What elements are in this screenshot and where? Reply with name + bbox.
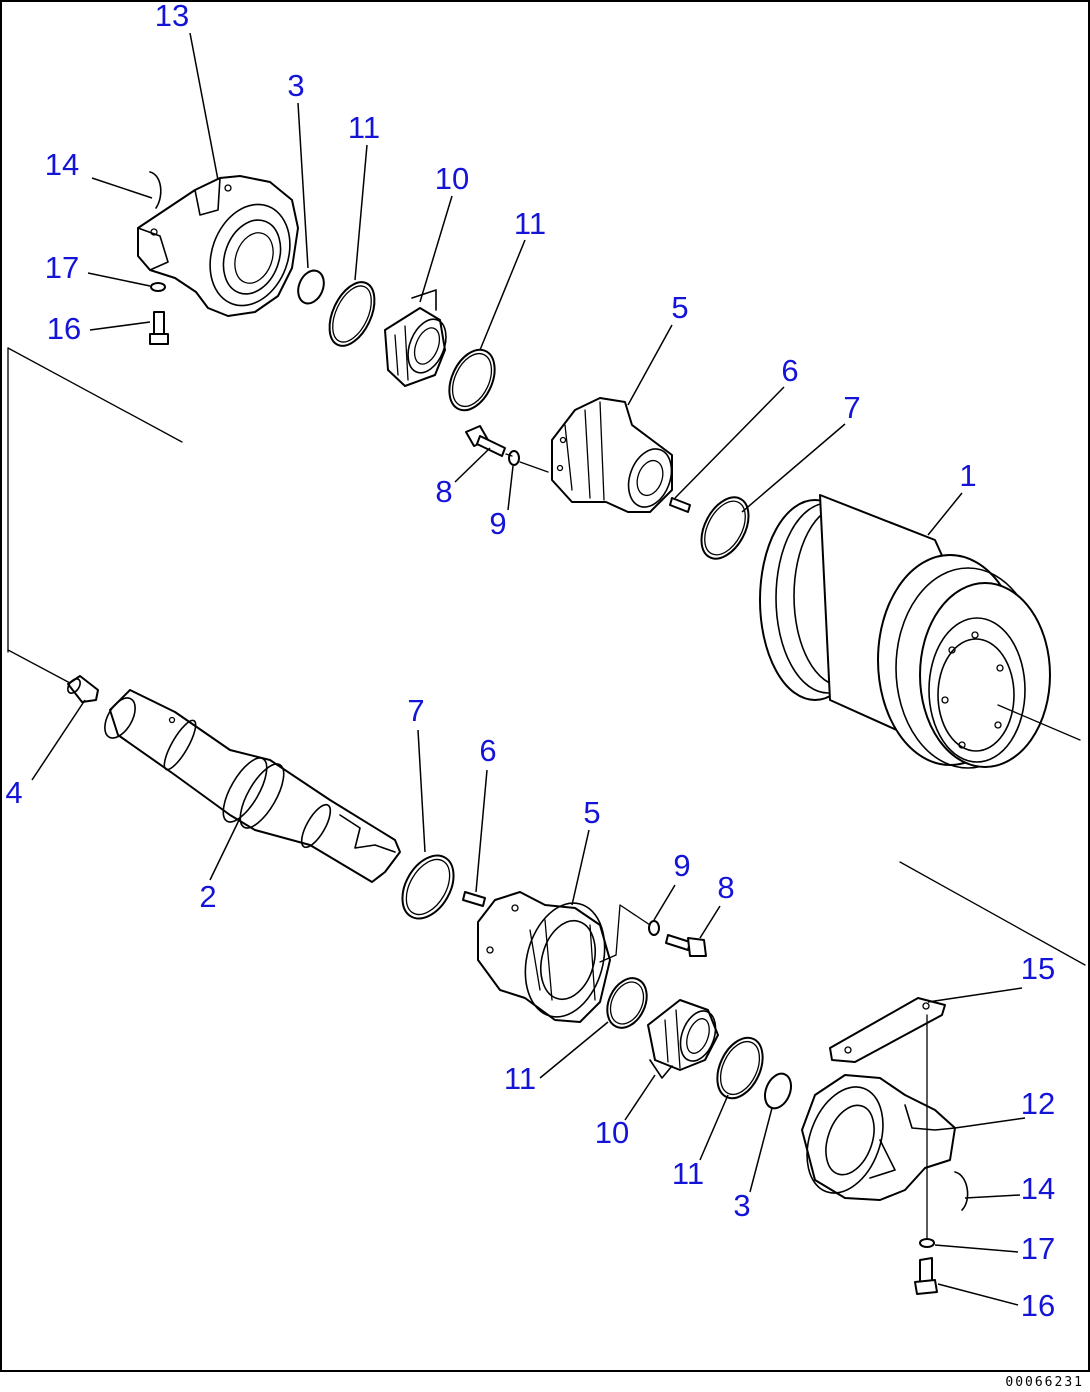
pin-upper [149,171,162,209]
callout-11-lower-b: 11 [672,1156,704,1191]
callout-7-upper: 7 [843,390,860,425]
bolt-lower [914,1257,938,1295]
collar-bracket-lower [801,1074,956,1201]
drawing-code: 00066231 [1005,1375,1084,1390]
washer-lower [919,1238,935,1248]
callout-10-lower: 10 [595,1115,629,1150]
o-ring-lower-a [606,977,648,1029]
bolt-8-upper [465,425,506,457]
snap-ring-lower [763,1072,793,1110]
o-ring-upper-b [448,348,496,412]
callout-15: 15 [1021,951,1055,986]
callout-11-lower-a: 11 [504,1061,536,1096]
bushing-upper [551,397,673,513]
callout-13: 13 [155,0,189,33]
pin-lower [954,1171,969,1211]
bolt-8-lower [665,934,707,957]
callout-8-lower: 8 [717,870,734,905]
bushing-lower [477,891,611,1023]
callout-10-upper: 10 [435,161,469,196]
callout-14-lower: 14 [1021,1171,1055,1206]
callout-16-lower: 16 [1021,1288,1055,1323]
callout-2: 2 [199,879,216,914]
callout-11-upper-a: 11 [348,110,380,145]
callout-17-lower: 17 [1021,1231,1055,1266]
washer-9-upper [508,450,520,466]
snap-ring-upper [297,269,325,305]
track-roller [759,494,1051,769]
callout-6-upper: 6 [781,353,798,388]
collar-bracket-upper [137,175,299,317]
washer-9-lower [648,920,660,936]
bolt-upper [149,311,169,345]
dowel-pin-upper [669,497,691,513]
callout-5-upper: 5 [671,290,688,325]
plug [67,675,99,703]
callout-7-lower: 7 [407,693,424,728]
callout-9-lower: 9 [673,848,690,883]
callout-4: 4 [5,775,22,810]
washer-upper [150,282,166,292]
shaft [104,689,401,883]
guard-plate [829,997,946,1063]
leader-lines [31,32,1026,1306]
floating-seal-upper [384,289,447,387]
callout-14-upper: 14 [45,147,79,182]
callout-17-upper: 17 [45,250,79,285]
floating-seal-lower [647,999,719,1079]
callout-5-lower: 5 [583,795,600,830]
callout-11-upper-b: 11 [514,206,546,241]
dowel-pin-lower [462,891,486,907]
o-ring-upper-a [328,281,376,347]
callout-labels: 13 3 11 10 11 14 17 16 5 6 7 1 8 9 7 6 5… [5,0,1055,1323]
callout-6-lower: 6 [479,733,496,768]
o-ring-lower-b [716,1036,764,1100]
callout-8-upper: 8 [435,474,452,509]
o-ring-7-lower [401,854,455,920]
assembly-lines [7,347,1086,1239]
callout-16-upper: 16 [47,311,81,346]
callout-9-upper: 9 [489,506,506,541]
callout-3-lower: 3 [733,1188,750,1223]
o-ring-7-upper [700,496,750,560]
callout-3-upper: 3 [287,68,304,103]
callout-1: 1 [959,458,976,493]
callout-12: 12 [1021,1086,1055,1121]
